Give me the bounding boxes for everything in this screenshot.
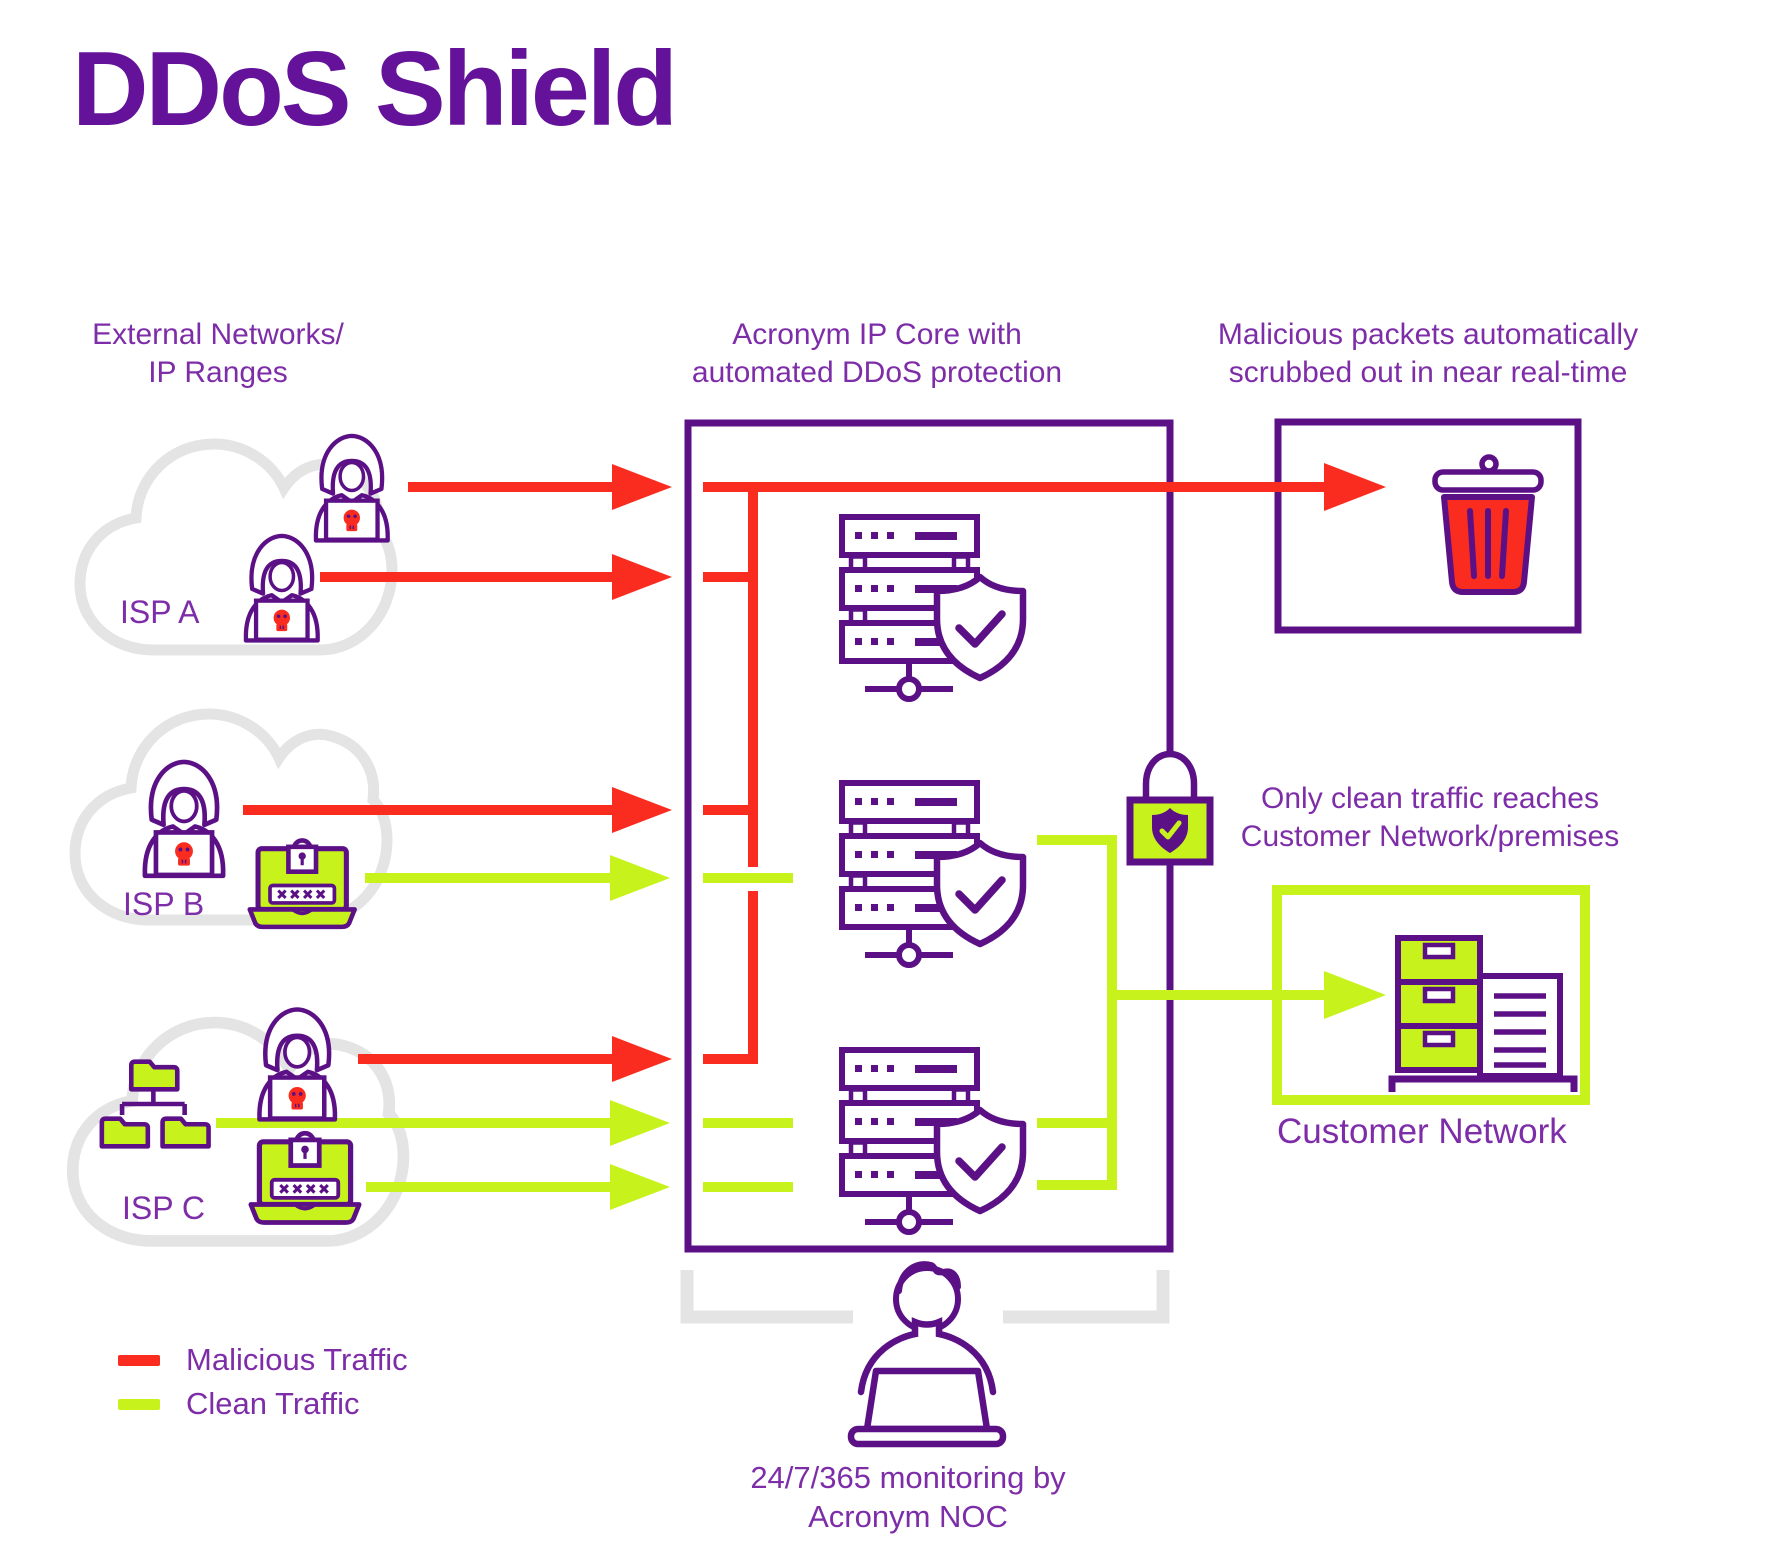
core-heading: Acronym IP Core with automated DDoS prot…: [627, 316, 1127, 392]
scrubbed-heading-line1: Malicious packets automatically: [1217, 318, 1639, 351]
clean-heading-line1: Only clean traffic reaches: [1261, 782, 1599, 815]
sources-heading-line2: IP Ranges: [148, 356, 288, 389]
clean-heading-line2: Customer Network/premises: [1240, 820, 1620, 853]
password-protected-laptop-icon: [250, 840, 355, 926]
hacker-laptop-skull-icon: [145, 762, 223, 876]
clean-heading: Only clean traffic reaches Customer Netw…: [1150, 780, 1710, 856]
clean-traffic-swatch: [118, 1398, 160, 1410]
malicious-traffic-swatch: [118, 1354, 160, 1366]
isp-c-label: ISP C: [122, 1190, 205, 1226]
scrubbed-heading: Malicious packets automatically scrubbed…: [1148, 316, 1708, 392]
padlock-shield-icon: [1126, 750, 1214, 866]
core-heading-line2: automated DDoS protection: [691, 356, 1063, 389]
clean-traffic-label: Clean Traffic: [186, 1386, 360, 1421]
customer-network-label: Customer Network: [1277, 1112, 1567, 1151]
legend-row-malicious: Malicious Traffic: [118, 1342, 408, 1378]
hacker-laptop-skull-icon: [259, 1009, 334, 1119]
page-title: DDoS Shield: [72, 30, 678, 148]
scrub-box: [1274, 418, 1582, 634]
file-cabinet-documents-icon: [1388, 935, 1578, 1092]
scrubbed-heading-line2: scrubbed out in near real-time: [1228, 356, 1628, 389]
malicious-traffic-label: Malicious Traffic: [186, 1342, 408, 1377]
clean-traffic-lines: [216, 835, 1386, 1210]
traffic-legend: Malicious Traffic Clean Traffic: [118, 1342, 408, 1422]
core-heading-line1: Acronym IP Core with: [732, 318, 1022, 351]
isp-a-label: ISP A: [120, 594, 200, 630]
hacker-laptop-skull-icon: [316, 436, 388, 541]
monitoring-caption-line2: Acronym NOC: [808, 1499, 1008, 1534]
monitoring-caption: 24/7/365 monitoring by Acronym NOC: [648, 1458, 1168, 1536]
hacker-laptop-skull-icon: [246, 536, 318, 641]
trash-can-icon: [1432, 454, 1544, 595]
isp-b-label: ISP B: [123, 886, 205, 922]
sources-heading: External Networks/ IP Ranges: [38, 316, 398, 392]
person-at-laptop-icon: [847, 1261, 1007, 1448]
password-protected-laptop-icon: [251, 1133, 359, 1222]
legend-row-clean: Clean Traffic: [118, 1386, 408, 1422]
monitoring-caption-line1: 24/7/365 monitoring by: [750, 1460, 1066, 1495]
malicious-traffic-lines: [243, 463, 1386, 1082]
sources-heading-line1: External Networks/: [92, 318, 344, 351]
